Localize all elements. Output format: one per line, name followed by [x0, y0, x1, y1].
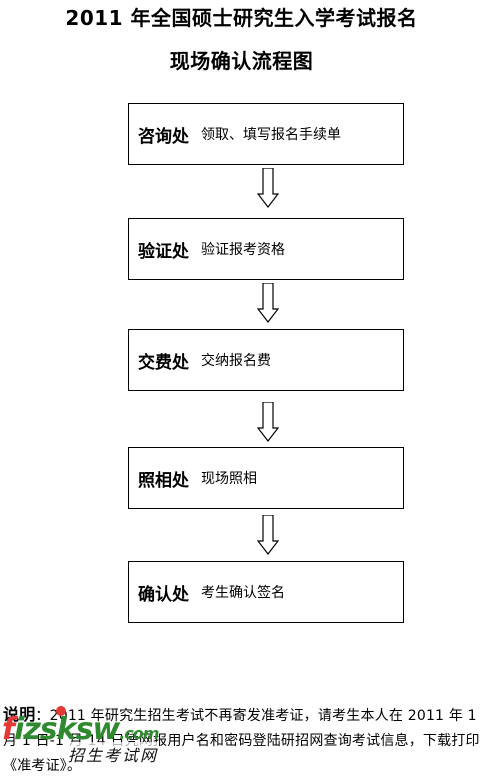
step-box-verify: 验证处 验证报考资格 — [128, 218, 404, 280]
step-box-consult: 咨询处 领取、填写报名手续单 — [128, 103, 404, 165]
note-text: ：2011 年研究生招生考试不再寄发准考证，请考生本人在 2011 年 1 月 … — [3, 708, 480, 774]
step-desc: 现场照相 — [201, 471, 257, 487]
step-desc: 考生确认签名 — [201, 585, 285, 601]
step-name: 咨询处 — [138, 126, 189, 147]
step-name: 验证处 — [138, 241, 189, 262]
page-title: 2011 年全国硕士研究生入学考试报名 — [65, 6, 418, 30]
step-box-payment: 交费处 交纳报名费 — [128, 329, 404, 391]
page-subtitle: 现场确认流程图 — [169, 49, 314, 73]
step-name: 照相处 — [138, 470, 189, 491]
down-arrow-icon — [257, 515, 279, 555]
step-box-photo: 照相处 现场照相 — [128, 447, 404, 509]
step-box-confirm: 确认处 考生确认签名 — [128, 561, 404, 623]
step-name: 确认处 — [138, 584, 189, 605]
note-paragraph: 说明：2011 年研究生招生考试不再寄发准考证，请考生本人在 2011 年 1 … — [3, 702, 481, 779]
note-label: 说明 — [3, 705, 36, 724]
down-arrow-icon — [257, 402, 279, 442]
down-arrow-icon — [257, 168, 279, 208]
step-desc: 验证报考资格 — [201, 242, 285, 258]
step-name: 交费处 — [138, 352, 189, 373]
down-arrow-icon — [257, 283, 279, 323]
step-desc: 领取、填写报名手续单 — [201, 127, 341, 143]
step-desc: 交纳报名费 — [201, 353, 271, 369]
